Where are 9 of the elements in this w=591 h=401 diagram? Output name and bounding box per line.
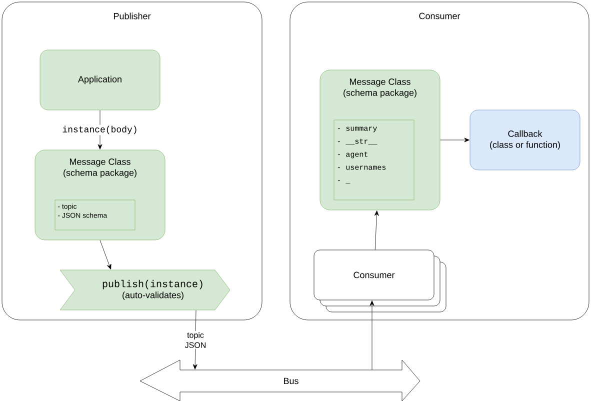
arrow bbox=[100, 240, 112, 270]
stacked-box: Consumer bbox=[314, 250, 446, 312]
process-box: Application bbox=[40, 50, 160, 110]
edge-label: topic JSON bbox=[180, 331, 212, 349]
process-box: Callback (class or function) bbox=[470, 110, 580, 170]
arrow bbox=[440, 138, 470, 142]
arrow bbox=[374, 210, 379, 250]
edge-label: instance(body) bbox=[61, 124, 139, 136]
arrow bbox=[370, 300, 374, 370]
